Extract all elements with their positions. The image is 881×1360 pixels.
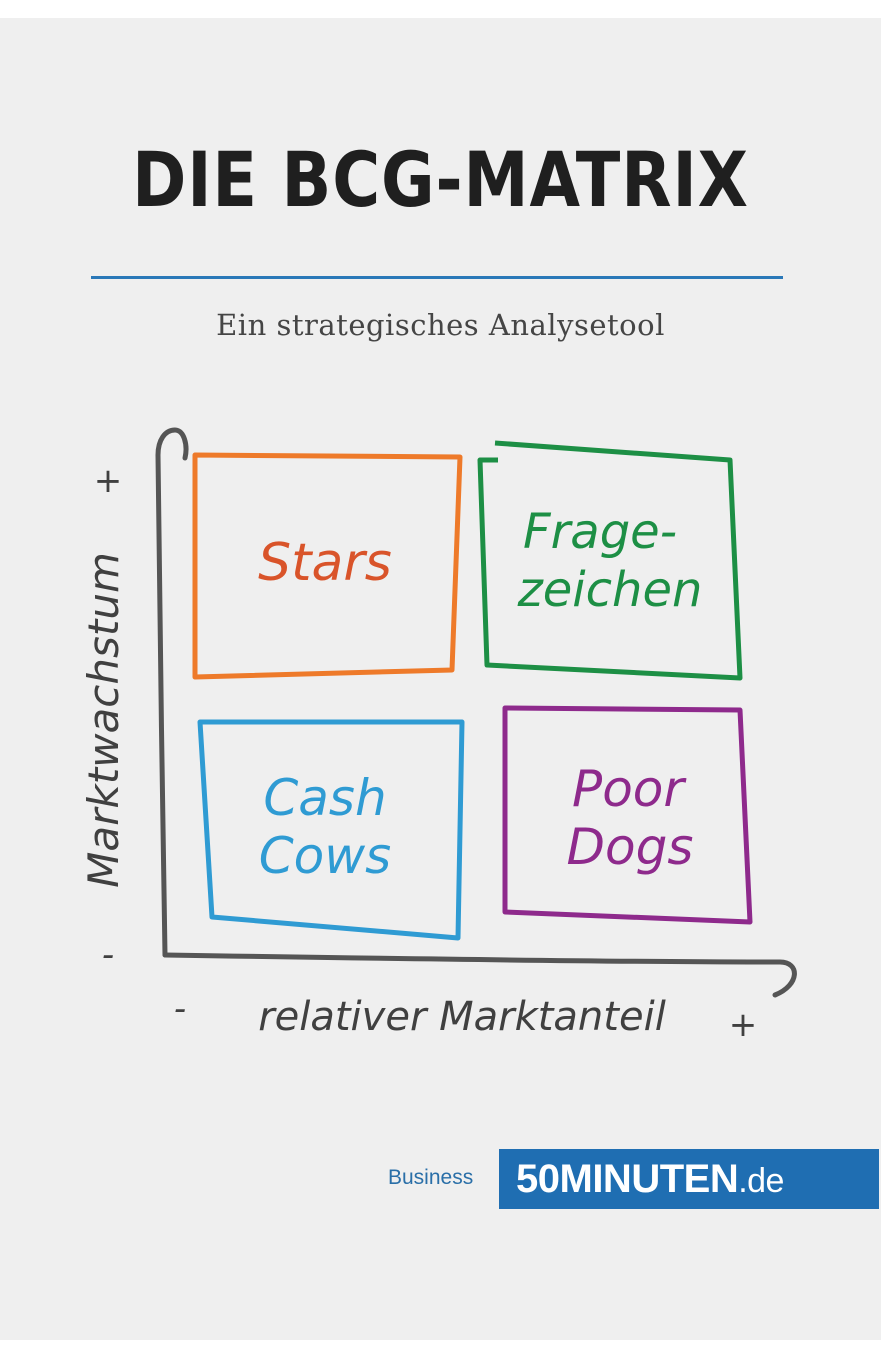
quadrant-stars: Stars [192, 452, 463, 680]
publisher-name: 50MINUTEN [516, 1157, 739, 1201]
poor-dogs-label-line2: Dogs [567, 818, 694, 876]
cash-cows-label-line1: Cash [263, 769, 386, 827]
axes [155, 427, 797, 998]
x-axis-plus: + [729, 1005, 758, 1045]
y-axis-label: Marktwachstum [79, 552, 128, 888]
cash-cows-label-line2: Cows [259, 827, 391, 885]
poor-dogs-label-line1: Poor [572, 760, 687, 818]
publisher-tld: .de [738, 1162, 784, 1200]
book-subtitle: Ein strategisches Analysetool [216, 308, 665, 342]
x-axis [162, 952, 797, 998]
x-axis-minus: - [174, 989, 186, 1029]
quadrant-cash-cows: Cash Cows [197, 719, 465, 941]
quadrant-question-marks: Frage- zeichen [477, 440, 743, 681]
question-marks-box [477, 440, 743, 681]
stars-label: Stars [258, 533, 392, 593]
cash-cows-box [197, 719, 465, 941]
x-axis-label: relativer Marktanteil [258, 994, 666, 1040]
poor-dogs-box [502, 705, 753, 925]
title-divider [91, 276, 783, 279]
question-marks-label-line1: Frage- [523, 504, 677, 560]
y-axis-minus: - [102, 935, 114, 975]
y-axis-plus: + [94, 461, 123, 501]
brand-category: Business [388, 1166, 474, 1189]
question-marks-label-line2: zeichen [517, 562, 703, 618]
book-title: DIE BCG-MATRIX [132, 135, 749, 224]
stars-box [192, 452, 463, 680]
publisher-logo: 50MINUTEN.de [499, 1149, 879, 1209]
y-axis [155, 427, 189, 958]
quadrant-poor-dogs: Poor Dogs [502, 705, 753, 925]
